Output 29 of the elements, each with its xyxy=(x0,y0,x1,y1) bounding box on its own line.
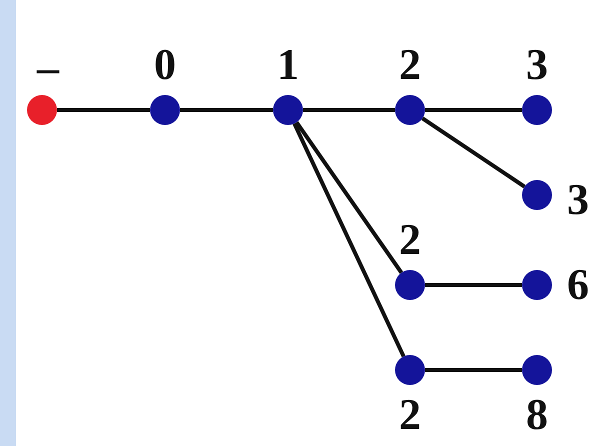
connector-line xyxy=(294,121,404,274)
node-dot xyxy=(27,95,57,125)
node-label: 3 xyxy=(567,178,589,222)
node-dot xyxy=(150,95,180,125)
connector-line xyxy=(180,108,273,112)
connector-line xyxy=(425,108,522,112)
node-dot xyxy=(273,95,303,125)
node-label: 3 xyxy=(526,43,548,87)
node-label: 2 xyxy=(399,393,421,437)
node-dot xyxy=(395,270,425,300)
connector-line xyxy=(421,116,526,188)
node-label: 6 xyxy=(567,263,589,307)
connector-line xyxy=(425,368,522,372)
node-dot xyxy=(395,355,425,385)
connector-line xyxy=(57,108,150,112)
node-label: 0 xyxy=(154,43,176,87)
node-label: 8 xyxy=(526,393,548,437)
node-dot xyxy=(522,355,552,385)
node-label: 2 xyxy=(399,218,421,262)
node-dot xyxy=(522,270,552,300)
connector-line xyxy=(292,122,406,358)
node-dot xyxy=(395,95,425,125)
connector-line xyxy=(303,108,395,112)
node-label: – xyxy=(37,46,59,90)
node-dot xyxy=(522,180,552,210)
node-label: 2 xyxy=(399,43,421,87)
node-label: 1 xyxy=(277,43,299,87)
node-dot xyxy=(522,95,552,125)
connector-line xyxy=(425,283,522,287)
